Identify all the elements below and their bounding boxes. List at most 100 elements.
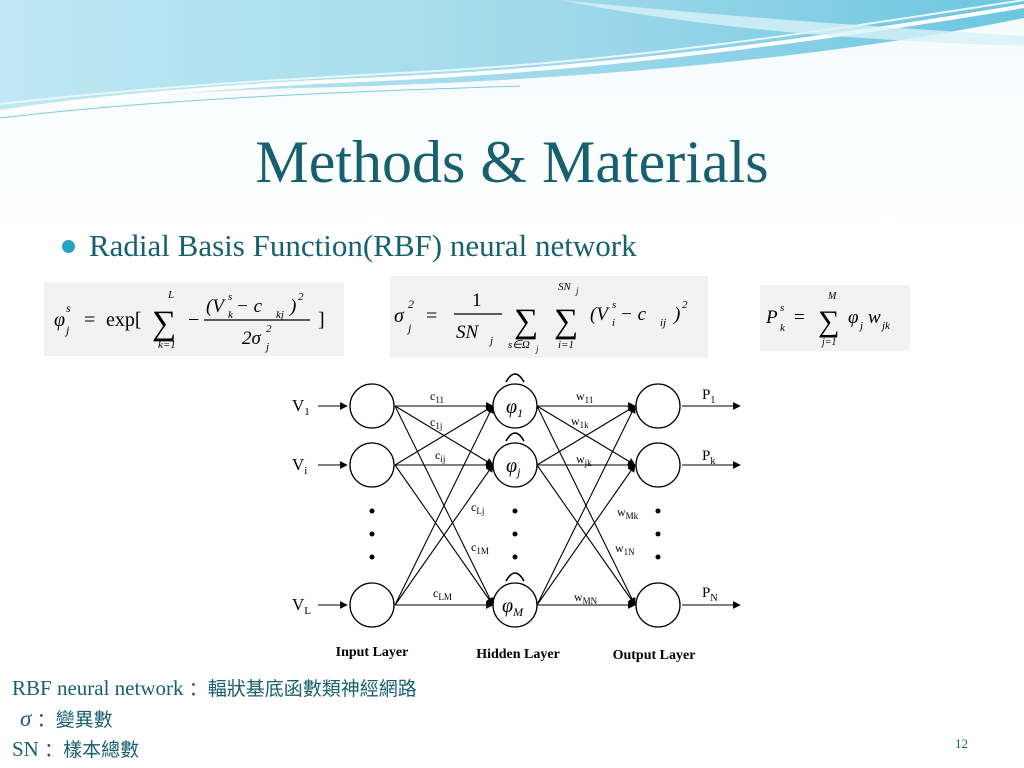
svg-text:c1j: c1j: [430, 415, 442, 431]
formula-sigma-lhs-sub: j: [406, 321, 412, 335]
bullet-text: Radial Basis Function(RBF) neural networ…: [89, 228, 637, 263]
output-node-1: [635, 383, 681, 429]
input-node-L: [349, 582, 395, 628]
output-node-N: [635, 582, 681, 628]
header-wave-decoration: [0, 0, 1024, 119]
formula-output-term2: w: [868, 307, 881, 328]
note-rbf-meaning: 輻狀基底函數類神經網路: [207, 678, 417, 700]
input-node-i: [349, 442, 395, 488]
formula-phi-denominator: 2σ: [242, 328, 262, 349]
formula-phi-numerator: (V: [206, 296, 226, 317]
svg-text:φj: φj: [506, 455, 521, 479]
formula-sigma-sum1-sign: ∑: [514, 303, 538, 340]
formula-phi-close: ]: [318, 309, 325, 331]
formula-sigma-sum2-sup-sub: j: [575, 286, 579, 296]
layer-label-output: Output Layer: [613, 648, 696, 663]
formula-sigma-term-sub: i: [612, 317, 615, 329]
weight-label-wMk: w: [617, 505, 626, 519]
center-label-cLj-sub: Lj: [476, 506, 484, 516]
formula-sigma-frac-num: 1: [472, 290, 482, 311]
note-sn: SN ：樣本總數: [12, 735, 417, 765]
svg-text:wMk: wMk: [617, 505, 639, 521]
formula-output: P s k = ∑ M j=1 φ j w jk: [760, 285, 910, 351]
center-label-cij: c: [435, 448, 440, 462]
hidden-label-1: φ: [506, 396, 517, 418]
formula-sigma: σ 2 j = 1 SN j ∑ s∈Ω j ∑ SN j i=1 (V s i…: [390, 276, 708, 358]
formula-output-lhs: P: [765, 307, 778, 328]
note-rbf-colon: ：: [188, 678, 208, 700]
formula-output-term1: φ: [848, 307, 859, 328]
connection-lines: [318, 373, 741, 609]
formula-sigma-term-sup: s: [612, 299, 616, 311]
center-label-c11: c: [430, 389, 435, 403]
weight-label-wMk-sub: Mk: [626, 511, 639, 521]
output-label-1: P: [702, 387, 710, 403]
formula-sigma-term: (V: [590, 304, 610, 325]
hidden-node-j: [492, 442, 538, 488]
formula-phi-num-sup: s: [228, 291, 232, 303]
formula-phi-sum-sub: k=1: [158, 339, 176, 351]
ellipsis-dots: [369, 508, 661, 560]
center-label-c1j: c: [430, 415, 435, 429]
output-label-k: P: [702, 448, 710, 464]
weight-label-wjk: w: [576, 452, 585, 466]
layer-label-hidden: Hidden Layer: [476, 647, 560, 662]
slide-title: Methods & Materials: [255, 129, 769, 195]
input-label-i: V: [292, 455, 305, 474]
note-sigma: σ ：變異數: [12, 704, 417, 735]
formula-sigma-lhs: σ: [394, 305, 405, 327]
note-rbf: RBF neural network ：輻狀基底函數類神經網路: [12, 674, 417, 704]
center-label-c1M-sub: 1M: [476, 546, 489, 556]
hidden-label-M-sub: M: [512, 605, 524, 619]
svg-text:w1N: w1N: [615, 541, 635, 557]
formula-phi-sum-sup: L: [167, 289, 174, 301]
svg-text:φ1: φ1: [506, 396, 523, 420]
weight-label-w1k-sub: 1k: [580, 420, 590, 430]
formula-phi-num-mid: − c: [236, 296, 263, 317]
svg-text:V1: V1: [292, 396, 310, 418]
formula-output-lhs-sub: k: [780, 322, 786, 334]
svg-text:VL: VL: [292, 595, 311, 617]
formula-phi: φ s j = exp[ ∑ L k=1 − (V s k − c kj ) 2…: [44, 282, 344, 356]
formula-phi-lhs: φ: [54, 309, 65, 331]
center-label-cLj: c: [471, 500, 476, 514]
output-label-N: P: [702, 585, 710, 601]
svg-text:c11: c11: [430, 389, 444, 405]
svg-text:PN: PN: [702, 585, 718, 604]
formula-output-sum-sup: M: [827, 291, 837, 302]
formula-sigma-eq: =: [426, 305, 437, 327]
note-rbf-label: RBF neural network: [12, 676, 184, 700]
formula-sigma-sum2-sup: SN: [558, 281, 572, 293]
formula-phi-den-sub: j: [264, 341, 269, 353]
output-label-k-sub: k: [710, 456, 715, 467]
input-label-1-sub: 1: [304, 406, 310, 418]
svg-text:Vi: Vi: [292, 455, 307, 477]
note-sn-meaning: 樣本總數: [63, 739, 140, 761]
svg-text:w11: w11: [576, 389, 593, 405]
formula-sigma-frac-den-sub: j: [488, 335, 493, 347]
slide-number: 12: [955, 736, 968, 751]
formula-sigma-sum1-sub: s∈Ω: [508, 339, 530, 351]
formula-phi-num-close: ): [289, 296, 296, 317]
hidden-label-j: φ: [506, 455, 517, 477]
formula-sigma-term-mid: − c: [620, 304, 647, 325]
bullet-dot-icon: [62, 239, 75, 253]
formula-phi-num-sub2: kj: [276, 309, 284, 321]
center-label-c1j-sub: 1j: [435, 421, 442, 431]
input-label-L-sub: L: [304, 605, 311, 617]
center-label-cLM: c: [433, 586, 438, 600]
formula-output-sum-sign: ∑: [818, 305, 839, 338]
formula-phi-func: exp[: [106, 309, 142, 331]
hidden-label-M: φ: [502, 595, 513, 617]
formula-sigma-term-close: ): [673, 304, 680, 325]
formula-sigma-lhs-sup: 2: [408, 297, 414, 311]
note-sn-colon: ：: [44, 739, 64, 761]
svg-text:wMN: wMN: [574, 590, 598, 606]
formula-phi-num-pow: 2: [298, 291, 304, 303]
center-label-c11-sub: 11: [435, 395, 444, 405]
rbf-network-diagram: V1 Vi VL φ1 φj φM P1 Pk PN c11 c1j cij: [280, 368, 754, 668]
note-sn-label: SN: [12, 737, 39, 761]
svg-text:Pk: Pk: [702, 448, 715, 467]
formula-output-term2-sub: jk: [880, 320, 891, 332]
